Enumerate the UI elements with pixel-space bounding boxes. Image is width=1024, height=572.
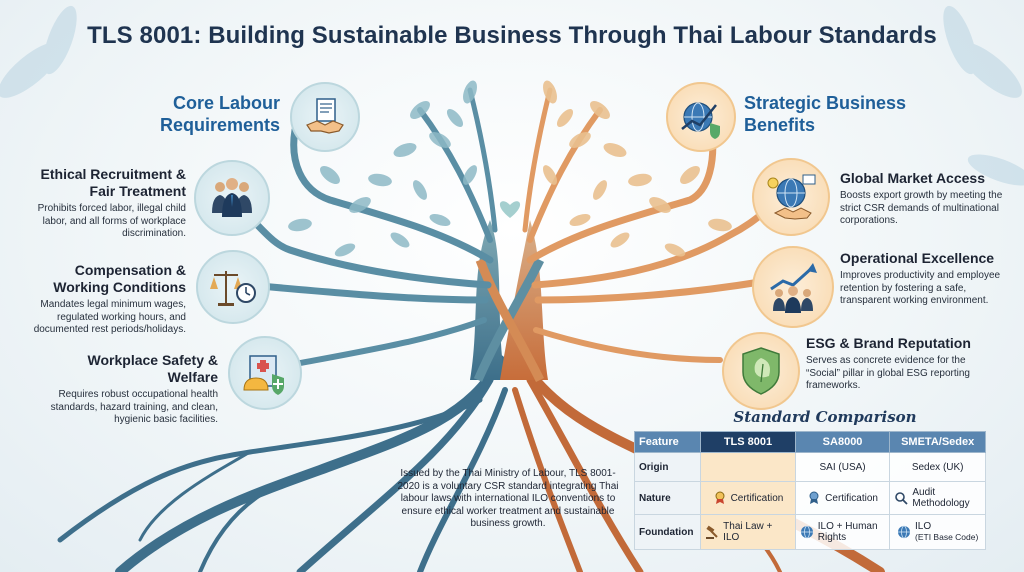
page-title: TLS 8001: Building Sustainable Business … [87, 22, 937, 49]
right-item-esg: ESG & Brand Reputation Serves as concret… [806, 335, 986, 393]
table-row: Nature Certification Certification Audit… [633, 481, 986, 515]
cell-text: ILO + Human Rights [817, 521, 878, 543]
cell-text: Certification [730, 492, 784, 504]
cell-text-group: ILO (ETI Base Code) [915, 521, 978, 543]
cell-smeta: Sedex (UK) [889, 452, 986, 482]
business-people-icon [194, 160, 270, 236]
header-feature: Feature [633, 431, 702, 453]
cell-smeta: ILO (ETI Base Code) [889, 514, 986, 550]
globe-growth-shield-icon [666, 82, 736, 152]
item-title: Operational Excellence [840, 250, 995, 266]
cell-sa: ILO + Human Rights [794, 514, 891, 550]
table-header-row: Feature TLS 8001 SA8000 SMETA/Sedex [633, 431, 986, 453]
gavel-icon [706, 525, 718, 539]
cell-tls [700, 452, 796, 482]
item-title: Global Market Access [840, 170, 985, 186]
cell-tls: Thai Law + ILO [700, 514, 796, 550]
team-growth-icon [752, 246, 834, 328]
item-description: Serves as concrete evidence for the “Soc… [806, 355, 970, 391]
header-sa8000: SA8000 [794, 431, 891, 453]
row-label: Foundation [633, 514, 702, 550]
row-label: Nature [633, 481, 702, 515]
standard-description: Issued by the Thai Ministry of Labour, T… [397, 468, 619, 529]
left-item-recruitment: Ethical Recruitment & Fair Treatment Pro… [30, 166, 186, 241]
item-title: Workplace Safety & Welfare [87, 352, 218, 385]
globe-icon [898, 525, 911, 539]
magnifier-icon [895, 492, 908, 505]
cell-sa: SAI (USA) [794, 452, 891, 482]
cell-tls: Certification [700, 481, 796, 515]
comparison-table: Feature TLS 8001 SA8000 SMETA/Sedex Orig… [633, 431, 986, 550]
item-description: Improves productivity and employee reten… [840, 270, 1001, 306]
table-row: Origin SAI (USA) Sedex (UK) [633, 452, 986, 482]
cell-text: Audit Methodology [912, 487, 970, 509]
item-description: Prohibits forced labor, illegal child la… [37, 203, 186, 239]
cell-subtext: (ETI Base Code) [915, 532, 979, 542]
strategic-benefits-heading: Strategic Business Benefits [744, 93, 907, 135]
item-title: Ethical Recruitment & Fair Treatment [40, 166, 186, 199]
left-item-compensation: Compensation & Working Conditions Mandat… [28, 262, 186, 337]
comparison-title: Standard Comparison [733, 408, 917, 426]
item-title: Compensation & Working Conditions [53, 262, 186, 295]
globe-icon [800, 525, 813, 539]
left-item-safety: Workplace Safety & Welfare Requires robu… [40, 352, 218, 427]
right-item-operational-excellence: Operational Excellence Improves producti… [840, 250, 1010, 308]
scales-clock-icon [196, 250, 270, 324]
row-label: Origin [633, 452, 702, 482]
right-item-market-access: Global Market Access Boosts export growt… [840, 170, 1010, 228]
cell-smeta: Audit Methodology [889, 481, 986, 515]
cell-text: Certification [825, 492, 878, 504]
cell-sa: Certification [794, 481, 891, 515]
core-requirements-heading: Core Labour Requirements [159, 93, 280, 135]
cell-text: ILO [915, 521, 932, 532]
item-description: Boosts export growth by meeting the stri… [840, 190, 1003, 226]
item-title: ESG & Brand Reputation [806, 335, 971, 351]
item-description: Requires robust occupational health stan… [50, 389, 218, 425]
hospital-hardhat-icon [228, 336, 302, 410]
handshake-document-icon [290, 82, 360, 152]
table-row: Foundation Thai Law + ILO ILO + Human Ri… [633, 514, 986, 550]
header-smeta: SMETA/Sedex [889, 431, 986, 453]
globe-handshake-icon [752, 158, 830, 236]
item-description: Mandates legal minimum wages, regulated … [33, 299, 186, 335]
medal-icon [809, 491, 819, 504]
medal-icon [715, 491, 725, 504]
cell-text: Thai Law + ILO [723, 521, 773, 543]
leaf-badge-icon [722, 332, 800, 410]
header-tls8001: TLS 8001 [700, 431, 796, 453]
